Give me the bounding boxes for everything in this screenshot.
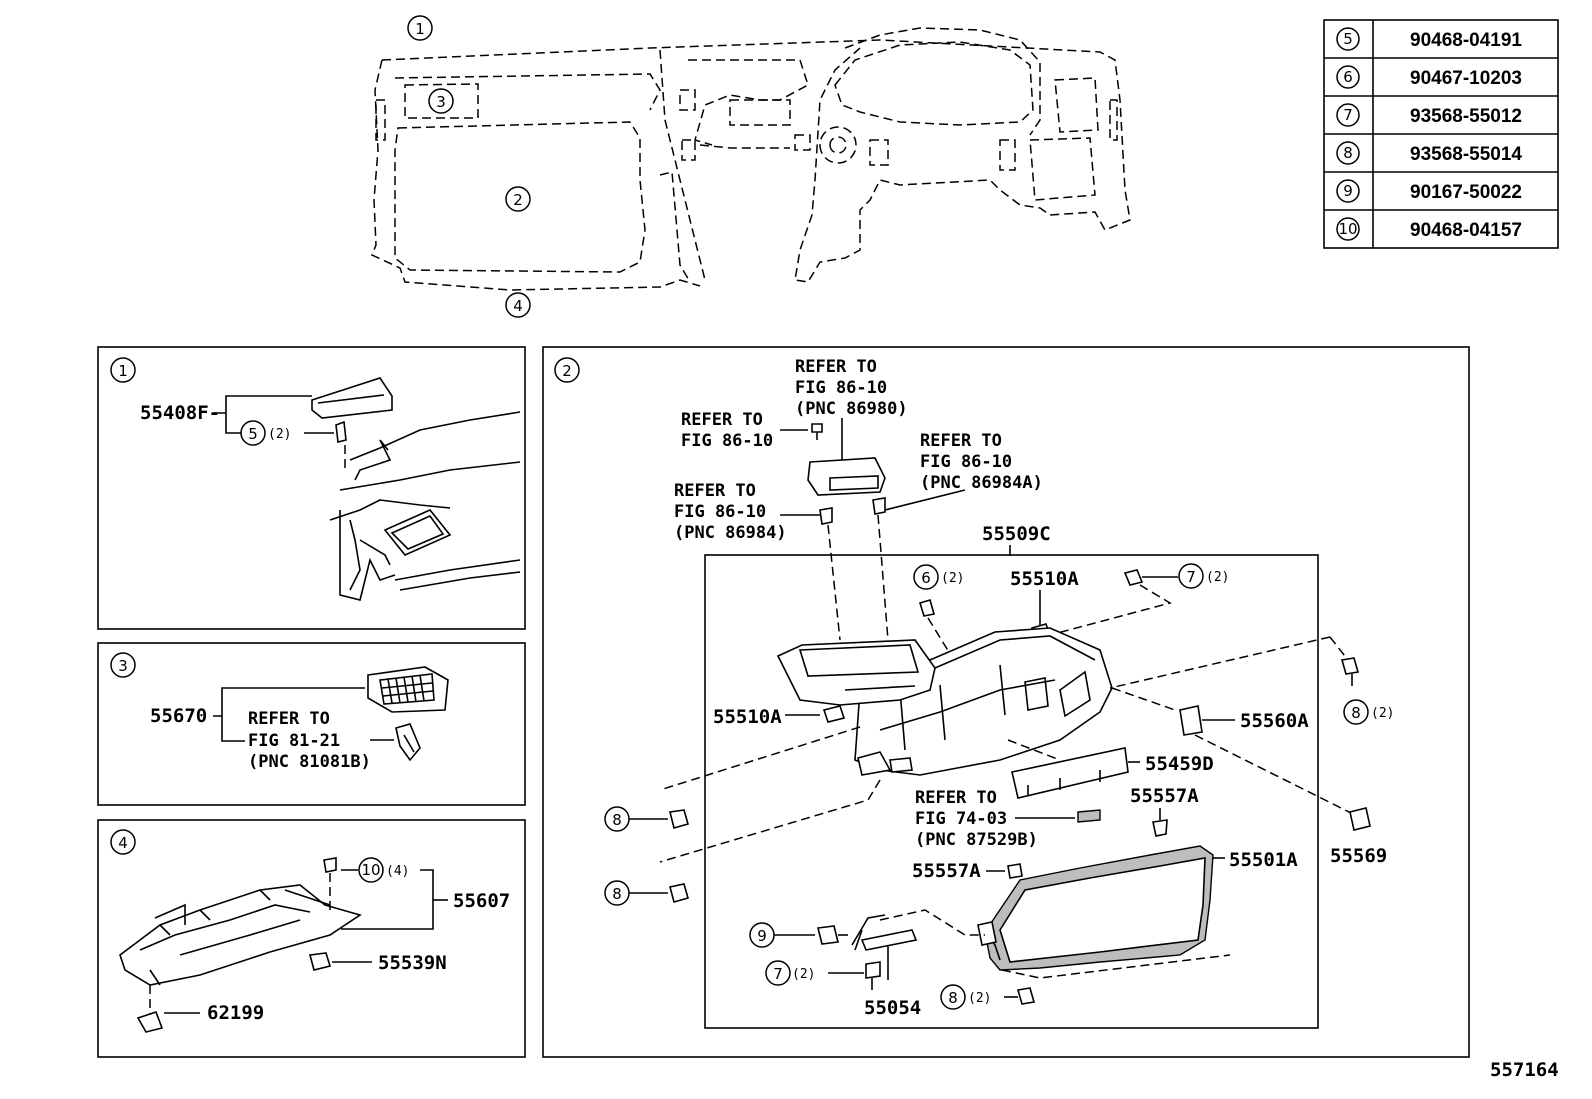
svg-text:REFER TO: REFER TO (674, 481, 756, 501)
svg-text:(2): (2) (941, 571, 964, 586)
svg-text:(PNC 86984A): (PNC 86984A) (920, 473, 1043, 493)
svg-text:7: 7 (1343, 106, 1353, 124)
table-row: 6 90467-10203 (1336, 65, 1522, 89)
svg-text:55459D: 55459D (1145, 753, 1214, 775)
svg-text:55557A: 55557A (1130, 785, 1199, 807)
svg-text:REFER TO: REFER TO (915, 788, 997, 808)
svg-text:55607: 55607 (453, 890, 510, 912)
svg-text:(2): (2) (1206, 570, 1229, 585)
table-row: 10 90468-04157 (1336, 217, 1522, 241)
overview-callout-4: 4 (505, 292, 531, 318)
svg-text:55510A: 55510A (1010, 568, 1079, 590)
svg-text:FIG 86-10: FIG 86-10 (795, 378, 887, 398)
svg-text:55670: 55670 (150, 705, 207, 727)
svg-text:93568-55014: 93568-55014 (1410, 144, 1522, 165)
svg-text:FIG 81-21: FIG 81-21 (248, 731, 340, 751)
panel-2: 2 REFER TO FIG 86-10 (PNC 86980) REFER T… (542, 346, 1470, 1058)
svg-text:FIG 86-10: FIG 86-10 (681, 431, 773, 451)
svg-text:90167-50022: 90167-50022 (1410, 182, 1522, 203)
svg-text:90467-10203: 90467-10203 (1410, 68, 1522, 89)
svg-text:55557A: 55557A (912, 860, 981, 882)
table-row: 8 93568-55014 (1336, 141, 1522, 165)
svg-text:9: 9 (1343, 182, 1353, 200)
table-row: 9 90167-50022 (1336, 179, 1522, 203)
svg-text:4: 4 (118, 834, 128, 852)
vent-register-shape (367, 666, 449, 713)
svg-text:62199: 62199 (207, 1002, 264, 1024)
figure-number: 557164 (1490, 1059, 1559, 1081)
svg-text:90468-04157: 90468-04157 (1410, 220, 1522, 241)
svg-text:55509C: 55509C (982, 523, 1051, 545)
svg-text:FIG 86-10: FIG 86-10 (920, 452, 1012, 472)
svg-text:7: 7 (1186, 568, 1196, 586)
svg-text:8: 8 (612, 811, 622, 829)
svg-text:(PNC 86980): (PNC 86980) (795, 399, 908, 419)
svg-text:93568-55012: 93568-55012 (1410, 106, 1522, 127)
clip-cover-shape (311, 377, 393, 419)
svg-text:(4): (4) (386, 864, 409, 879)
svg-text:(PNC 81081B): (PNC 81081B) (248, 752, 371, 772)
svg-text:1: 1 (415, 20, 425, 38)
lower-panel-shape (119, 884, 362, 986)
dashboard-overview (371, 27, 1131, 291)
svg-text:REFER TO: REFER TO (920, 431, 1002, 451)
svg-text:(2): (2) (968, 991, 991, 1006)
svg-text:55054: 55054 (864, 997, 921, 1019)
svg-text:6: 6 (1343, 68, 1353, 86)
svg-text:REFER TO: REFER TO (795, 357, 877, 377)
svg-text:55569: 55569 (1330, 845, 1387, 867)
svg-text:10: 10 (361, 861, 380, 879)
svg-text:1: 1 (118, 362, 128, 380)
svg-text:2: 2 (513, 191, 523, 209)
svg-text:8: 8 (612, 885, 622, 903)
overview-callout-1: 1 (407, 15, 433, 41)
svg-text:2: 2 (562, 362, 572, 380)
svg-text:55501A: 55501A (1229, 849, 1298, 871)
svg-text:10: 10 (1338, 220, 1357, 238)
svg-text:55408F-: 55408F- (140, 402, 220, 424)
svg-text:6: 6 (921, 569, 931, 587)
panel-1: 1 55408F- 5 (2) (97, 346, 526, 630)
svg-text:9: 9 (757, 927, 767, 945)
svg-text:3: 3 (118, 657, 128, 675)
svg-text:(2): (2) (792, 967, 815, 982)
svg-text:3: 3 (436, 93, 446, 111)
svg-text:REFER TO: REFER TO (681, 410, 763, 430)
table-row: 7 93568-55012 (1336, 103, 1522, 127)
svg-text:5: 5 (248, 425, 258, 443)
garnish-shape (1011, 747, 1129, 799)
svg-text:FIG 74-03: FIG 74-03 (915, 809, 1007, 829)
svg-text:FIG 86-10: FIG 86-10 (674, 502, 766, 522)
overview-callout-2: 2 (505, 186, 531, 212)
svg-text:5: 5 (1343, 30, 1353, 48)
svg-text:4: 4 (513, 297, 523, 315)
switch-module-shape (807, 457, 886, 496)
svg-text:(2): (2) (1371, 706, 1394, 721)
svg-text:8: 8 (948, 989, 958, 1007)
svg-text:7: 7 (773, 965, 783, 983)
tray-shape (776, 639, 936, 706)
svg-text:(PNC 86984): (PNC 86984) (674, 523, 787, 543)
panel-3: 3 55670 REFER TO FIG 81-21 (PNC 81081B) (97, 642, 526, 806)
fastener-table: 5 90468-04191 6 90467-10203 7 93568-5501… (1323, 19, 1559, 249)
svg-text:REFER TO: REFER TO (248, 709, 330, 729)
svg-text:8: 8 (1351, 704, 1361, 722)
panel-4: 4 55607 10 (4) 55539N 62199 (97, 819, 526, 1058)
svg-text:(PNC 87529B): (PNC 87529B) (915, 830, 1038, 850)
svg-text:8: 8 (1343, 144, 1353, 162)
svg-text:55560A: 55560A (1240, 710, 1309, 732)
table-row: 5 90468-04191 (1336, 27, 1522, 51)
svg-text:(2): (2) (268, 427, 291, 442)
overview-callout-3: 3 (428, 88, 454, 114)
svg-text:90468-04191: 90468-04191 (1410, 30, 1522, 51)
svg-text:55510A: 55510A (713, 706, 782, 728)
svg-text:55539N: 55539N (378, 952, 447, 974)
